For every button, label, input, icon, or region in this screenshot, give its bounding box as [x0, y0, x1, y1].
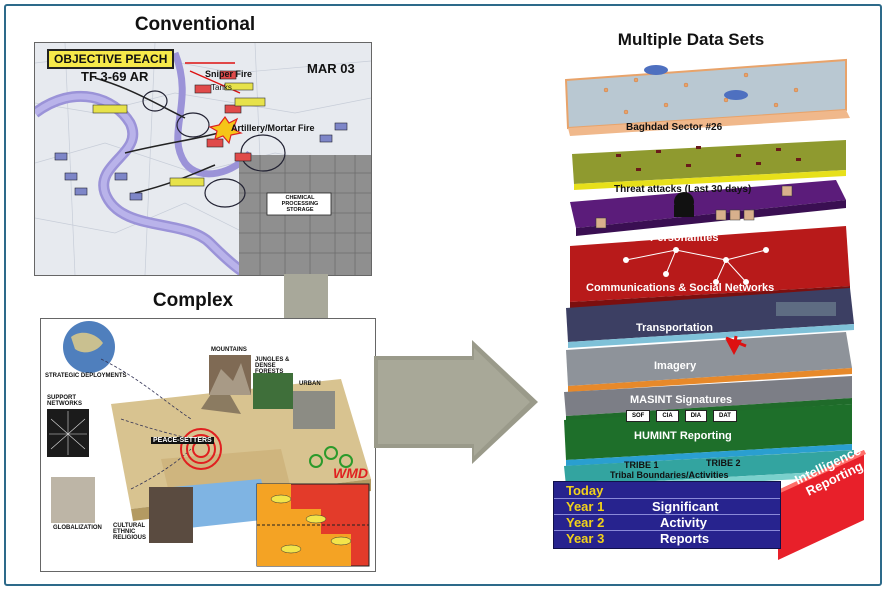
humint-boxes: SOF CIA DIA DAT — [626, 410, 737, 422]
layer-stack — [564, 58, 866, 560]
year-2: Year 2 — [566, 515, 605, 530]
humint-box: SOF — [626, 410, 651, 422]
layer-comms-label: Communications & Social Networks — [586, 282, 775, 294]
year-today: Today — [566, 483, 604, 498]
layer-imagery-label: Imagery — [654, 360, 697, 372]
humint-box: DAT — [713, 410, 737, 422]
layer-baghdad-label: Baghdad Sector #26 — [626, 122, 723, 133]
chemical-label: CHEMICAL PROCESSING STORAGE — [281, 195, 319, 213]
strategic-label: STRATEGIC DEPLOYMENTS — [45, 373, 127, 379]
tribe-1-label: TRIBE 1 — [624, 460, 659, 470]
big-arrow — [374, 340, 538, 464]
layer-masint-label: MASINT Signatures — [630, 394, 733, 406]
humint-box: DIA — [684, 410, 708, 422]
cultural-label: CULTURAL ETHNIC RELIGIOUS — [113, 523, 147, 541]
activity-reports: Reports — [660, 531, 710, 546]
activity-significant: Significant — [652, 499, 719, 514]
layer-personalities-label: Personalities — [650, 232, 719, 244]
jungles-label: JUNGLES & DENSE FORESTS — [255, 357, 290, 375]
sniper-label: Sniper Fire — [205, 69, 253, 79]
year-1: Year 1 — [566, 499, 605, 514]
humint-box: CIA — [656, 410, 679, 422]
objective-label: OBJECTIVE PEACH — [47, 49, 175, 69]
wmd-label: WMD — [333, 465, 368, 481]
conventional-title: Conventional — [134, 14, 256, 35]
tribe-2-label: TRIBE 2 — [706, 458, 741, 468]
support-label: SUPPORT NETWORKS — [47, 395, 82, 407]
mountains-label: MOUNTAINS — [211, 347, 247, 353]
data-sets-title: Multiple Data Sets — [617, 30, 765, 49]
urban-label: URBAN — [299, 381, 321, 387]
activity-table: Today Year 1 Year 2 Year 3 Significant A… — [553, 481, 781, 549]
activity-activity: Activity — [660, 515, 707, 530]
layer-tribal-label: Tribal Boundaries/Activities — [610, 470, 729, 480]
complex-title: Complex — [152, 290, 234, 311]
unit-label: TF 3-69 AR — [81, 69, 149, 84]
year-3: Year 3 — [566, 531, 605, 546]
peacekeepers-label: PEACE-SETTERS — [151, 437, 214, 444]
date-label: MAR 03 — [307, 61, 355, 76]
layer-transport-label: Transportation — [636, 322, 714, 334]
complex-panel: STRATEGIC DEPLOYMENTS MOUNTAINS JUNGLES … — [40, 318, 376, 572]
connector-block — [284, 274, 328, 320]
tanks-label: Tanks — [211, 83, 232, 92]
artillery-label: Artillery/Mortar Fire — [231, 123, 315, 133]
globalization-label: GLOBALIZATION — [53, 525, 102, 531]
layer-humint-label: HUMINT Reporting — [634, 430, 732, 442]
conventional-map: OBJECTIVE PEACH TF 3-69 AR MAR 03 Sniper… — [34, 42, 372, 276]
layer-threat-label: Threat attacks (Last 30 days) — [614, 184, 752, 195]
